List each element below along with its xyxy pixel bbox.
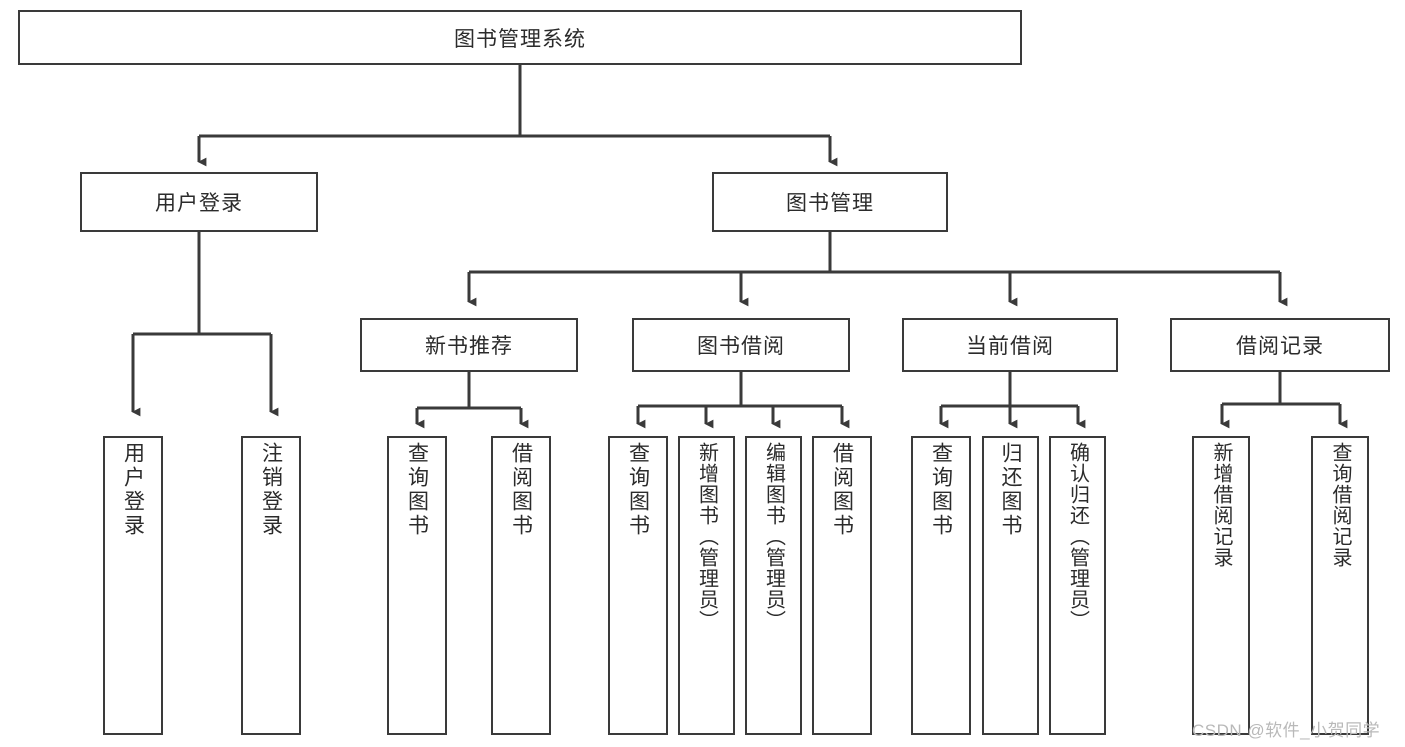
leaf-borrow-record-query-record-label: 查询借阅记录 <box>1329 442 1351 568</box>
leaf-book-borrow-query-book-label: 查询图书 <box>626 442 650 538</box>
leaf-current-borrow-query-book[interactable]: 查询图书 <box>911 436 971 735</box>
leaf-user-login-logout[interactable]: 注销登录 <box>241 436 301 735</box>
node-user-login-label: 用户登录 <box>155 192 243 215</box>
leaf-new-book-query-book[interactable]: 查询图书 <box>387 436 447 735</box>
node-current-borrow-label: 当前借阅 <box>966 335 1054 358</box>
leaf-current-borrow-query-book-label: 查询图书 <box>929 442 953 538</box>
leaf-borrow-record-add-record[interactable]: 新增借阅记录 <box>1192 436 1250 735</box>
leaf-book-borrow-borrow-book-label: 借阅图书 <box>830 442 854 538</box>
node-borrow-record[interactable]: 借阅记录 <box>1170 318 1390 372</box>
node-current-borrow[interactable]: 当前借阅 <box>902 318 1118 372</box>
watermark-text: CSDN @软件_小贺同学 <box>1192 721 1381 740</box>
node-book-management-label: 图书管理 <box>786 192 874 215</box>
leaf-borrow-record-query-record[interactable]: 查询借阅记录 <box>1311 436 1369 735</box>
node-root-label: 图书管理系统 <box>454 27 586 51</box>
node-book-borrow-label: 图书借阅 <box>697 335 785 358</box>
node-borrow-record-label: 借阅记录 <box>1236 335 1324 358</box>
leaf-book-borrow-add-book[interactable]: 新增图书（管理员） <box>678 436 735 735</box>
node-new-book-recommend-label: 新书推荐 <box>425 335 513 358</box>
leaf-book-borrow-add-book-label: 新增图书（管理员） <box>695 442 718 631</box>
leaf-user-login-login[interactable]: 用户登录 <box>103 436 163 735</box>
node-book-borrow[interactable]: 图书借阅 <box>632 318 850 372</box>
leaf-borrow-record-add-record-label: 新增借阅记录 <box>1210 442 1232 568</box>
node-root[interactable]: 图书管理系统 <box>18 10 1022 65</box>
leaf-new-book-borrow-book[interactable]: 借阅图书 <box>491 436 551 735</box>
leaf-current-borrow-return-book-label: 归还图书 <box>999 442 1022 538</box>
leaf-user-login-logout-label: 注销登录 <box>259 442 283 538</box>
leaf-current-borrow-confirm-return[interactable]: 确认归还（管理员） <box>1049 436 1106 735</box>
leaf-current-borrow-return-book[interactable]: 归还图书 <box>982 436 1039 735</box>
node-user-login[interactable]: 用户登录 <box>80 172 318 232</box>
leaf-user-login-login-label: 用户登录 <box>121 442 145 538</box>
leaf-new-book-query-book-label: 查询图书 <box>405 442 429 538</box>
leaf-book-borrow-borrow-book[interactable]: 借阅图书 <box>812 436 872 735</box>
leaf-book-borrow-query-book[interactable]: 查询图书 <box>608 436 668 735</box>
leaf-book-borrow-edit-book[interactable]: 编辑图书（管理员） <box>745 436 802 735</box>
node-book-management[interactable]: 图书管理 <box>712 172 948 232</box>
leaf-new-book-borrow-book-label: 借阅图书 <box>509 442 533 538</box>
node-new-book-recommend[interactable]: 新书推荐 <box>360 318 578 372</box>
leaf-current-borrow-confirm-return-label: 确认归还（管理员） <box>1066 442 1089 631</box>
leaf-book-borrow-edit-book-label: 编辑图书（管理员） <box>762 442 785 631</box>
